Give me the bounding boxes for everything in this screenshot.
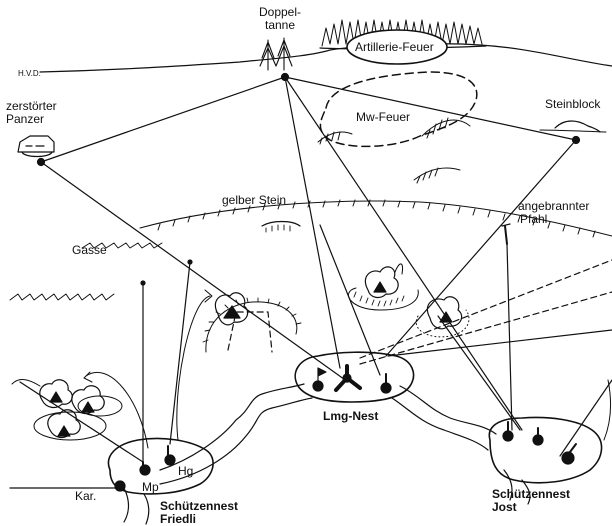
lmg-nest-outline — [294, 351, 415, 403]
arrow-arc-mp — [85, 371, 149, 449]
jost-nest-label-line1: Schützennest — [492, 487, 571, 501]
mp-soldier-icon — [139, 461, 151, 476]
dashed-path-center — [227, 311, 273, 353]
bush-arrow — [394, 263, 403, 275]
arrow-arc-hg — [176, 295, 211, 441]
bush-icon-left-2 — [71, 385, 105, 415]
steinblock-icon — [539, 120, 607, 133]
sightline-tank-lmg — [40, 161, 349, 383]
doppeltanne-label: Doppel- tanne — [250, 6, 310, 32]
yellow-stone-label: gelber Stein — [222, 193, 287, 207]
trench-main-2 — [159, 397, 313, 485]
ridge-arc-center — [205, 301, 298, 353]
doppeltanne-label-line2: tanne — [264, 18, 296, 32]
hill-icon — [317, 117, 471, 184]
doppeltanne-label-line1: Doppel- — [258, 5, 302, 19]
ridge-line — [139, 200, 612, 237]
steinblock-label: Steinblock — [545, 97, 601, 111]
sightline-hg — [169, 261, 191, 445]
bush-icon-left-3 — [47, 409, 81, 439]
mg-icon — [334, 364, 362, 392]
sightline-doppel-tank — [40, 76, 286, 163]
hatched-ellipse-left — [33, 411, 107, 441]
sightline-jost-lmg — [437, 315, 521, 431]
friedli-nest-label-line1: Schützennest — [160, 499, 239, 513]
bush-icon — [364, 266, 399, 299]
trench-right-2 — [391, 397, 489, 451]
sightline-lmg-right — [387, 329, 612, 357]
lmg-flag-icon — [312, 367, 327, 392]
sightline-jost — [506, 243, 513, 431]
jost-trench-2 — [521, 479, 531, 505]
destroyed-tank-icon — [17, 135, 55, 158]
jost-nest-label-line2: Jost — [492, 500, 517, 514]
trench-main — [159, 383, 305, 471]
bush-arc — [347, 287, 419, 311]
horizon-line — [39, 43, 612, 73]
yellow-stone-icon — [261, 220, 301, 233]
burnt-post-label: angebrannter Pfahl — [518, 200, 589, 226]
destroyed-tank-label-line1: zerstörter — [6, 99, 57, 113]
sightline-stein-lmg — [385, 139, 577, 357]
jost-soldier-icon-2 — [532, 427, 544, 446]
brush-left — [11, 379, 41, 387]
ridge-arc-hatch — [202, 297, 302, 343]
hg-label: Hg — [178, 464, 194, 478]
jost-soldier-icon — [502, 421, 514, 442]
bush-hatch — [353, 291, 405, 307]
sightline-jost-right — [559, 379, 612, 457]
bush-icon-center — [214, 292, 249, 326]
burnt-post-label-line1: angebrannter — [518, 199, 590, 213]
hatched-ellipse-left-2 — [77, 395, 123, 417]
mortar-fire-zone — [319, 71, 478, 148]
hg-soldier-icon — [164, 445, 176, 466]
destroyed-tank-label: zerstörter Panzer — [6, 100, 57, 126]
lmg-nest-label: Lmg-Nest — [323, 409, 379, 423]
friedli-trench — [123, 487, 130, 523]
artillery-fire-ellipse — [346, 29, 448, 65]
mortar-fire-label: Mw-Feuer — [356, 110, 411, 124]
jost-nest-outline — [488, 416, 603, 484]
sightline-lmg-right-dash — [359, 259, 612, 359]
destroyed-tank-label-line2: Panzer — [6, 112, 45, 126]
burnt-post-label-line2: Pfahl — [520, 212, 548, 226]
burnt-post-icon — [501, 223, 511, 245]
jost-trench — [503, 469, 513, 501]
friedli-trench-2 — [143, 493, 150, 525]
gasse-zigzag-right — [81, 242, 163, 249]
double-fir-icon — [259, 37, 293, 71]
jost-soldier-icon-3 — [561, 443, 577, 465]
jost-nest-label: Schützennest Jost — [492, 488, 570, 514]
kar-soldier-icon — [114, 480, 126, 492]
artillery-fire-label: Artillerie-Feuer — [355, 40, 434, 54]
sightline-doppel-stein — [284, 76, 577, 141]
kar-label: Kar. — [75, 489, 97, 503]
friedli-nest-label-line2: Friedli — [160, 512, 197, 526]
sightline-doppel-jost — [284, 76, 523, 431]
gasse-label: Gasse — [72, 243, 107, 257]
bush-icon-right — [426, 296, 463, 330]
gasse-zigzag — [9, 293, 115, 301]
sightline-lmg-right-dash-2 — [359, 291, 612, 365]
friedli-nest-label: Schützennest Friedli — [160, 500, 238, 526]
hvd-label: H.V.D. — [18, 69, 41, 78]
sightline-doppel-lmg — [284, 76, 341, 369]
bush-icon-left — [39, 379, 73, 409]
mp-label: Mp — [142, 480, 159, 494]
lmg-soldier-icon — [380, 373, 392, 394]
jost-edge-line — [603, 379, 612, 441]
trench-right — [399, 385, 497, 435]
sightline-left — [19, 381, 144, 463]
